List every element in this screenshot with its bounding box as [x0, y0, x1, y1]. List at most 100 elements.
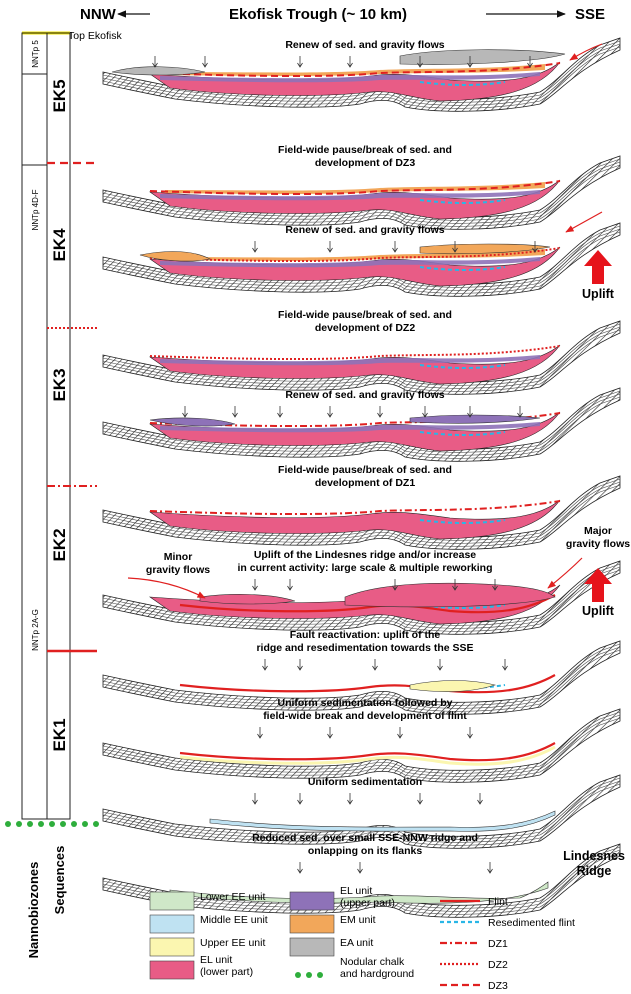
sedimentation-arrow [257, 727, 263, 739]
panel-caption: Field-wide pause/break of sed. and [278, 464, 452, 476]
panel-caption: Renew of sed. and gravity flows [285, 39, 444, 51]
sedimentation-arrow [392, 579, 398, 591]
sedimentation-arrow [182, 406, 188, 418]
legend-label: Nodular chalk [340, 956, 405, 968]
legend-label: Lower EE unit [200, 891, 265, 903]
sediment-body-em-right [419, 243, 551, 255]
legend-line-2: Resedimented flint [440, 917, 575, 929]
legend-swatch [149, 960, 195, 980]
sedimentation-arrow [377, 406, 383, 418]
sedimentation-arrow [327, 406, 333, 418]
strata-line [102, 46, 621, 109]
legend-line-4: DZ2 [440, 959, 508, 971]
sediment-body-elu-right [409, 414, 541, 424]
sediment-body-ea-right [399, 49, 566, 65]
panel-9: Uniform sedimentation followed byfield-w… [102, 697, 621, 783]
panel-3: Renew of sed. and gravity flows [102, 222, 621, 297]
zone-label-nntp4df: NNTp 4D-F [31, 189, 40, 230]
sedimentation-arrow [437, 659, 443, 671]
strata-line [102, 649, 621, 712]
strata-line [102, 393, 621, 456]
strata-line [102, 717, 621, 780]
nannobiozones-title: Nannobiozones [26, 862, 41, 959]
sedimentation-arrow [477, 793, 483, 805]
lindesnes-ridge-label-1: Lindesnes [563, 849, 625, 863]
resedimented-flint [419, 519, 506, 524]
legend-line-label: Resedimented flint [488, 917, 575, 929]
sediment-body-elu-left [149, 417, 236, 427]
nannobiozone-column [21, 32, 48, 820]
flint-line [179, 742, 556, 762]
panel-caption: onlapping on its flanks [308, 845, 422, 857]
minor-flows-arrow [127, 577, 206, 599]
panel-2: Field-wide pause/break of sed. anddevelo… [102, 144, 621, 230]
el-upper-unit [160, 355, 540, 366]
legend-unit-4: EL unit(lower part) [149, 954, 253, 980]
sedimentation-arrow [327, 727, 333, 739]
sedimentation-arrow [467, 727, 473, 739]
sedimentation-arrow [372, 659, 378, 671]
panel-caption: Uplift of the Lindesnes ridge and/or inc… [254, 549, 476, 561]
strata-line [102, 780, 621, 843]
resedimented-flint [419, 364, 506, 369]
sediment-body-pink-right [344, 582, 556, 608]
sediment-body-em-left [139, 251, 211, 262]
discontinuity-line [149, 500, 561, 516]
strata-line [102, 783, 621, 846]
flint-line [179, 674, 556, 694]
strata-line [102, 711, 621, 774]
sedimentation-arrow [467, 406, 473, 418]
legend-unit-6: EM unit [289, 914, 376, 934]
el-upper-unit [160, 422, 540, 433]
el-upper-unit [160, 72, 540, 83]
sedimentation-arrow [277, 406, 283, 418]
legend-swatch-dot [295, 972, 301, 978]
strata-line [102, 569, 621, 632]
legend-swatch [289, 914, 335, 934]
legend-unit-2: Middle EE unit [149, 914, 268, 934]
legend-line-label: DZ1 [488, 938, 508, 950]
sedimentation-arrow [397, 727, 403, 739]
discontinuity-line [149, 247, 561, 263]
major-flows-arrow [547, 557, 583, 589]
panel-caption: Field-wide pause/break of sed. and [278, 144, 452, 156]
legend-unit-7: EA unit [289, 937, 373, 957]
panel-caption: Renew of sed. and gravity flows [285, 389, 444, 401]
sedimentation-arrow [252, 793, 258, 805]
strata-line [102, 484, 621, 547]
legend-swatch-dot [317, 972, 323, 978]
sedimentation-arrow [297, 793, 303, 805]
legend-label: EL unit [340, 885, 372, 897]
sequence-column [46, 32, 71, 820]
gravity-arrow-ek4 [565, 211, 603, 233]
panel-caption: ridge and resedimentation towards the SS… [256, 642, 473, 654]
sequence-ek1: EK1 [50, 718, 69, 751]
sedimentation-arrow [452, 579, 458, 591]
side-annotations: Uplift Uplift Minor gravity flows Major … [127, 43, 630, 878]
panel-caption: Reduced sed. over small SSE-NNW ridge an… [252, 832, 478, 844]
strata-line [102, 643, 621, 706]
legend-line-1: Flint [440, 896, 508, 908]
sedimentation-arrow [487, 862, 493, 874]
panel-caption: field-wide break and development of flin… [263, 710, 467, 722]
legend-label: Upper EE unit [200, 937, 265, 949]
legend-label: Middle EE unit [200, 914, 268, 926]
resedimented-flint [419, 266, 506, 271]
panel-caption: Renew of sed. and gravity flows [285, 224, 444, 236]
sequence-ek4: EK4 [50, 228, 69, 262]
strata-line [102, 481, 621, 544]
legend-swatch [289, 937, 335, 957]
legend-unit-5: EL unit(upper part) [289, 885, 395, 911]
legend-line-label: Flint [488, 896, 508, 908]
sedimentation-arrow [252, 241, 258, 253]
sedimentation-arrow [452, 241, 458, 253]
panel-7: Uplift of the Lindesnes ridge and/or inc… [102, 549, 621, 635]
strata-line [102, 566, 621, 629]
panel-5: Renew of sed. and gravity flows [102, 387, 621, 462]
strata-line [102, 164, 621, 227]
legend-swatch [149, 914, 195, 934]
sedimentation-arrow [502, 659, 508, 671]
basement-hatch [102, 640, 621, 715]
nodular-chalk-dots [5, 821, 99, 827]
sedimentation-arrow [347, 56, 353, 68]
